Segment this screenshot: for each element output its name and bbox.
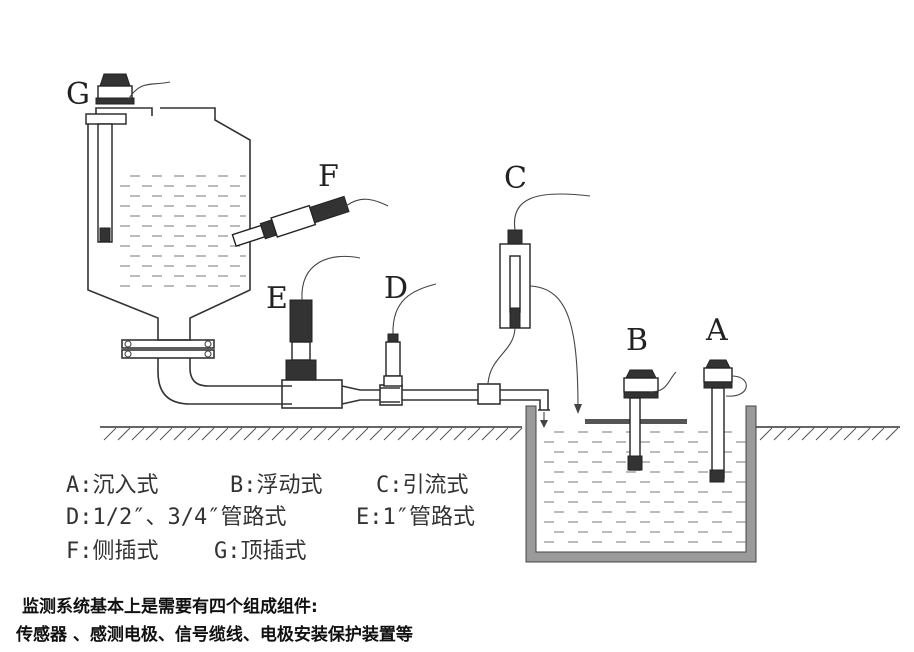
hatch-line: [509, 427, 523, 441]
hatch-line: [383, 427, 397, 441]
label-d: D: [384, 271, 408, 306]
hatch-line: [355, 427, 369, 441]
hatch-line: [495, 427, 509, 441]
hatch-line: [871, 427, 885, 441]
hatch-line: [187, 427, 201, 441]
hatch-line: [257, 427, 271, 441]
hatch-line: [229, 427, 243, 441]
hatch-line: [397, 427, 411, 441]
hatch-line: [201, 427, 215, 441]
legend-d: D:1/2″、3/4″管路式: [66, 505, 286, 530]
hatch-line: [159, 427, 173, 441]
hatch-line: [173, 427, 187, 441]
probe-a: [703, 359, 747, 483]
hatch-line: [787, 427, 801, 441]
label-b: B: [626, 323, 648, 358]
legend-f: F:侧插式: [66, 539, 159, 564]
hatch-line: [313, 427, 327, 441]
hatch-line: [773, 427, 787, 441]
hatch-line: [271, 427, 285, 441]
hatch-line: [857, 427, 871, 441]
label-a: A: [705, 313, 728, 348]
hatch-line: [481, 427, 495, 441]
legend-g: G:顶插式: [214, 539, 307, 564]
hatch-line: [425, 427, 439, 441]
label-g: G: [66, 77, 90, 112]
hatch-line: [439, 427, 453, 441]
vertical-tank: [87, 107, 251, 372]
legend-e: E:1″管路式: [356, 505, 475, 530]
probe-e: [285, 255, 361, 381]
probe-f: [231, 195, 389, 248]
hatch-line: [885, 427, 899, 441]
ground: [100, 426, 900, 441]
hatch-line: [829, 427, 843, 441]
hatch-line: [299, 427, 313, 441]
hatch-line: [467, 427, 481, 441]
hatch-line: [285, 427, 299, 441]
hatch-line: [145, 427, 159, 441]
hatch-line: [759, 427, 773, 441]
probe-b: [623, 369, 677, 471]
legend: A:沉入式 B:浮动式 C:引流式 D:1/2″、3/4″管路式 E:1″管路式…: [66, 473, 475, 564]
pipeline: [157, 367, 550, 428]
probe-d: [383, 283, 437, 387]
hatch-line: [327, 427, 341, 441]
hatch-line: [243, 427, 257, 441]
hatch-line: [117, 427, 131, 441]
hatch-line: [341, 427, 355, 441]
hatch-line: [843, 427, 857, 441]
hatch-line: [103, 427, 117, 441]
probe-g: [85, 73, 171, 243]
hatch-line: [453, 427, 467, 441]
legend-a: A:沉入式: [66, 473, 159, 498]
hatch-line: [801, 427, 815, 441]
probe-c: [487, 193, 591, 414]
note-line-1: 监测系统基本上是需要有四个组成组件:: [22, 596, 318, 617]
hatch-line: [215, 427, 229, 441]
hatch-line: [131, 427, 145, 441]
label-c: C: [504, 161, 527, 196]
label-f: F: [318, 159, 339, 194]
legend-c: C:引流式: [376, 473, 469, 498]
hatch-line: [815, 427, 829, 441]
hatch-line: [411, 427, 425, 441]
hatch-line: [369, 427, 383, 441]
legend-b: B:浮动式: [230, 473, 323, 498]
label-e: E: [266, 281, 288, 316]
note-line-2: 传感器 、感测电极、信号缆线、电极安装保护装置等: [15, 624, 413, 645]
